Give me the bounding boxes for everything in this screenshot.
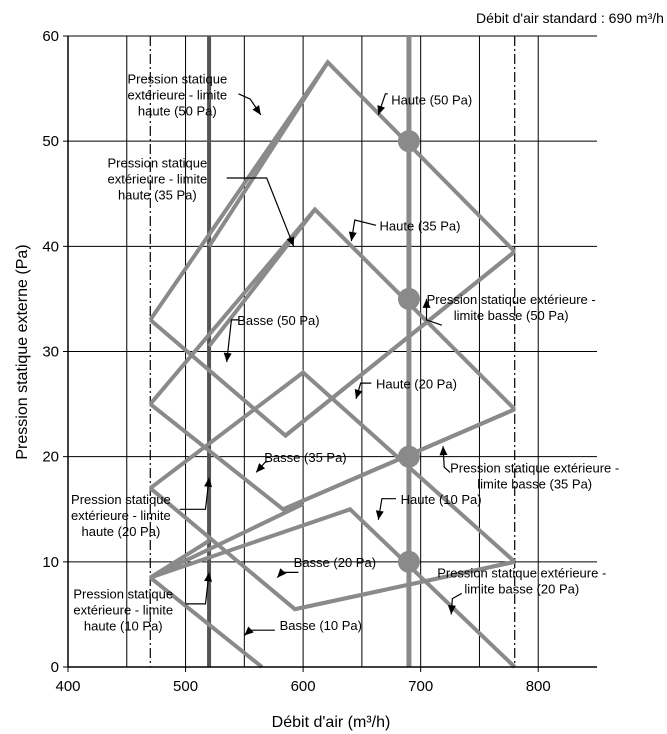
annotation-arrowhead-14 [204, 572, 213, 582]
annotation-text-1-1: Haute (50 Pa) [391, 92, 472, 107]
annotation-arrowhead-1 [377, 105, 386, 115]
standard-point-50 [397, 130, 420, 153]
series-haute-20-pa [149, 369, 517, 564]
annotation-text-15-1: Basse (10 Pa) [280, 618, 362, 633]
x-tick-label-400: 400 [55, 678, 80, 695]
annotation-7: Haute (20 Pa) [354, 376, 457, 399]
annotation-5: Basse (50 Pa) [223, 313, 320, 363]
annotation-arrowhead-7 [354, 389, 363, 399]
annotation-text-14-1: Pression statique [73, 587, 173, 602]
y-tick-label-30: 30 [42, 344, 59, 361]
series-haute-10-pa [149, 507, 517, 669]
limit-line-1 [207, 61, 330, 248]
annotation-text-2-1: Pression statique [127, 71, 227, 86]
annotation-3: Haute (35 Pa) [348, 219, 461, 242]
annotation-text-9-2: limite basse (35 Pa) [477, 476, 592, 491]
x-tick-label-600: 600 [291, 678, 316, 695]
annotation-arrowhead-13 [447, 605, 456, 615]
annotation-text-2-3: haute (50 Pa) [138, 103, 217, 118]
annotation-text-4-2: extérieure - limite [107, 171, 207, 186]
annotation-8: Basse (35 Pa) [255, 450, 347, 473]
annotation-text-13-2: limite basse (20 Pa) [464, 582, 579, 597]
annotation-arrowhead-8 [256, 463, 266, 473]
annotation-text-12-1: Basse (20 Pa) [294, 555, 376, 570]
standard-point-10 [397, 550, 420, 573]
y-tick-label-20: 20 [42, 449, 59, 466]
annotation-12: Basse (20 Pa) [276, 555, 376, 579]
annotation-text-9-1: Pression statique extérieure - [450, 460, 619, 475]
x-axis-title: Débit d'air (m³/h) [272, 714, 391, 731]
y-tick-label-10: 10 [42, 554, 59, 571]
x-tick-label-700: 700 [408, 678, 433, 695]
annotation-13: Pression statique extérieure -limite bas… [437, 566, 606, 615]
annotation-text-2-2: extérieure - limite [127, 87, 227, 102]
y-tick-label-40: 40 [42, 238, 59, 255]
annotation-text-13-1: Pression statique extérieure - [437, 566, 606, 581]
annotation-text-14-2: extérieure - limite [73, 603, 173, 618]
annotation-arrow-5 [226, 319, 239, 363]
grid [67, 35, 597, 668]
annotation-text-11-1: Pression statique [71, 492, 171, 507]
y-tick-label-50: 50 [42, 133, 59, 150]
annotation-text-4-1: Pression statique [107, 155, 207, 170]
annotation-arrowhead-11 [204, 477, 213, 488]
annotation-arrowhead-2 [252, 105, 261, 115]
y-tick-label-0: 0 [51, 659, 59, 676]
x-tick-label-500: 500 [173, 678, 198, 695]
annotation-text-4-3: haute (35 Pa) [118, 187, 197, 202]
annotation-arrowhead-3 [348, 231, 357, 242]
annotations: Haute (50 Pa)Pression statiqueextérieure… [71, 71, 619, 636]
limit-line-2 [207, 208, 317, 348]
standard-airflow-label: Débit d'air standard : 690 m³/h [476, 10, 664, 26]
annotation-arrowhead-12 [277, 568, 287, 578]
annotation-text-6-1: Pression statique extérieure - [427, 292, 596, 307]
standard-markers [397, 130, 420, 573]
annotation-arrowhead-4 [286, 236, 295, 247]
annotation-arrowhead-5 [223, 352, 232, 363]
annotation-9: Pression statique extérieure -limite bas… [439, 446, 619, 491]
limit-line-3 [149, 502, 304, 580]
y-tick-label-60: 60 [42, 28, 59, 45]
annotation-text-14-3: haute (10 Pa) [84, 619, 163, 634]
y-axis-title: Pression statique externe (Pa) [14, 244, 31, 459]
annotation-text-5-1: Basse (50 Pa) [237, 313, 319, 328]
annotation-arrowhead-9 [439, 446, 448, 456]
annotation-1: Haute (50 Pa) [377, 92, 472, 116]
series-basse-10-pa [149, 576, 264, 669]
annotation-text-3-1: Haute (35 Pa) [380, 219, 461, 234]
annotation-text-11-3: haute (20 Pa) [82, 524, 161, 539]
annotation-15: Basse (10 Pa) [243, 618, 362, 636]
annotation-arrow-14 [185, 572, 210, 605]
annotation-10: Haute (10 Pa) [375, 492, 482, 520]
standard-point-35 [397, 287, 420, 310]
annotation-arrowhead-10 [375, 510, 384, 520]
limit-line-4 [149, 539, 211, 580]
annotation-text-6-2: limite basse (50 Pa) [454, 308, 569, 323]
annotation-text-11-2: extérieure - limite [71, 508, 171, 523]
annotation-text-7-1: Haute (20 Pa) [376, 376, 457, 391]
annotation-arrow-11 [179, 477, 210, 510]
limit-line-7 [294, 559, 516, 612]
annotation-arrowhead-6 [422, 298, 431, 308]
standard-point-20 [397, 445, 420, 468]
annotation-text-10-1: Haute (10 Pa) [401, 492, 482, 507]
annotation-6: Pression statique extérieure -limite bas… [422, 292, 596, 326]
limit-line-5 [284, 250, 516, 438]
annotation-arrow-4 [226, 177, 295, 247]
annotation-text-8-1: Basse (35 Pa) [264, 450, 346, 465]
annotation-arrowhead-15 [244, 626, 254, 636]
x-tick-label-800: 800 [526, 678, 551, 695]
axes: 0 10 20 30 40 50 60 400 500 600 700 800 [42, 28, 597, 695]
